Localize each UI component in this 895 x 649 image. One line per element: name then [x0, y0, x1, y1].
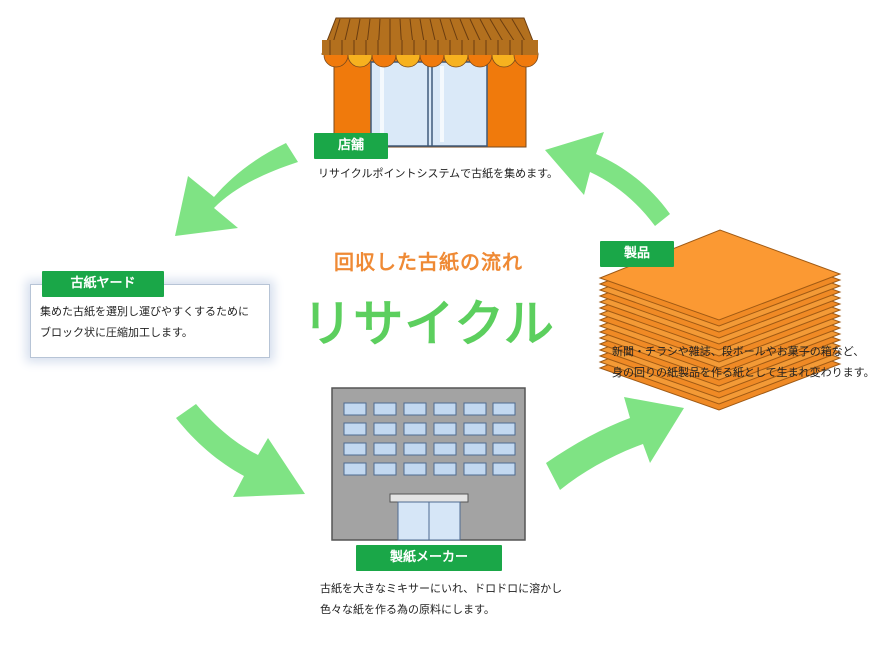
arrow-maker-to-product: [546, 397, 684, 490]
store-icon: [321, 17, 539, 148]
arrow-product-to-store: [545, 132, 670, 226]
arrow-store-to-yard: [175, 143, 298, 236]
factory-building-icon: [331, 387, 526, 541]
maker-description-line2: 色々な紙を作る為の原料にします。: [320, 603, 495, 616]
cycle-arrow-icon: [175, 132, 684, 497]
paper-stack-icon: [598, 229, 842, 411]
yard-label: 古紙ヤード: [42, 271, 164, 297]
product-description-line1: 新聞・チラシや雑誌、段ボールやお菓子の箱など、: [612, 345, 865, 358]
store-description: リサイクルポイントシステムで古紙を集めます。: [318, 167, 559, 180]
diagram-subtitle: 回収した古紙の流れ: [334, 250, 523, 274]
product-label: 製品: [600, 241, 674, 267]
diagram-title: リサイクル: [302, 295, 555, 353]
store-label: 店舗: [314, 133, 388, 159]
yard-description-line2: ブロック状に圧縮加工します。: [40, 326, 193, 339]
product-description-line2: 身の回りの紙製品を作る紙として生まれ変わります。: [612, 366, 875, 379]
yard-description-line1: 集めた古紙を選別し運びやすくするために: [40, 305, 249, 318]
maker-label: 製紙メーカー: [356, 545, 502, 571]
maker-description-line1: 古紙を大きなミキサーにいれ、ドロドロに溶かし: [320, 582, 563, 595]
arrow-yard-to-maker: [176, 404, 305, 497]
